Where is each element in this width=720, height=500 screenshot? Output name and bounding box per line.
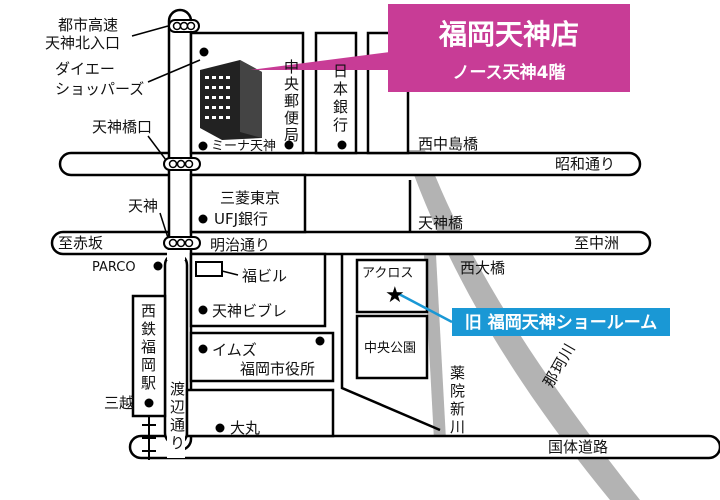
block-ims [189,331,335,383]
yakuin-river [424,254,446,441]
label-to-nakasu: 至中洲 [574,234,619,252]
block-boj [314,31,358,155]
label-nihon-ginko: 日 本 銀 行 [333,62,348,134]
traffic-signal-icon [163,157,201,171]
naka-river [405,150,640,500]
svg-text:院: 院 [450,382,465,400]
meiji-road [50,230,652,256]
label-tenjinbashi-guchi: 天神橋口 [92,118,152,136]
block-daimaru [185,388,335,438]
label-daimaru: 大丸 [230,419,260,437]
label-mufg-1: 三菱東京 [220,189,280,207]
label-yakuin: 薬 院 新 川 [450,364,465,436]
label-naka-river: 那 珂 川 [540,341,579,391]
label-daiei-2: ショッパーズ [55,80,144,98]
label-toshikosoku-2: 天神北入口 [45,34,120,52]
svg-text:辺: 辺 [170,398,185,416]
building-icon [200,60,262,140]
label-mufg-2: UFJ銀行 [214,210,268,228]
label-mitsukoshi: 三越 [104,394,134,412]
store-callout-pointer [250,52,390,70]
label-to-akasaka: 至赤坂 [58,234,103,252]
svg-text:新: 新 [450,400,465,418]
svg-text:中: 中 [284,58,299,76]
kokutai-road [128,434,720,460]
label-meiji: 明治通り [210,236,270,254]
svg-text:西: 西 [141,302,156,320]
label-nishinakajima: 西中島橋 [418,135,478,153]
old-showroom-label: 旧 福岡天神ショールーム [465,312,657,333]
label-vivre: 天神ビブレ [212,302,287,320]
label-fukubiru: 福ビル [242,267,287,285]
label-post-office: 中 央 郵 便 局 [284,58,299,144]
svg-text:駅: 駅 [141,374,156,392]
svg-text:便: 便 [284,109,299,127]
label-kokutai: 国体道路 [548,438,608,456]
svg-text:通: 通 [170,416,185,434]
label-nishiohashi: 西大橋 [460,259,505,277]
label-parco: PARCO [92,260,136,275]
svg-text:日: 日 [333,62,348,80]
label-mina: ミーナ天神 [211,139,276,154]
across-right-edge [340,254,441,432]
label-koen: 中央公園 [364,341,416,356]
svg-text:薬: 薬 [450,364,465,382]
fukubiru-square-icon [195,261,223,277]
block-across [355,258,429,314]
showa-road [58,151,642,177]
svg-text:局: 局 [284,126,299,144]
label-city-hall: 福岡市役所 [240,360,315,378]
store-name: 福岡天神店 [438,18,579,51]
svg-text:郵: 郵 [284,92,299,110]
block-mufg [189,173,307,234]
svg-text:渡: 渡 [170,380,185,398]
label-watanabe: 渡 辺 通 り [170,380,185,452]
label-nishitetsu: 西 鉄 福 岡 駅 [141,302,156,392]
label-ims: イムズ [212,341,257,359]
star-icon: ★ [385,283,405,308]
label-tenjinbashi: 天神橋 [418,214,463,232]
block-koen [355,314,429,380]
svg-text:央: 央 [284,75,299,93]
dot-icon [144,47,347,433]
store-callout [388,4,630,92]
label-across: アクロス [362,266,413,281]
svg-text:本: 本 [333,80,348,98]
traffic-signal-icon [163,236,201,250]
old-showroom-callout [452,308,670,336]
svg-text:り: り [170,434,185,452]
label-daiei-1: ダイエー [55,60,115,78]
traffic-signal-icon [168,19,200,33]
svg-text:福: 福 [141,338,156,356]
label-toshikosoku-1: 都市高速 [58,16,118,34]
label-tenjin: 天神 [128,197,158,215]
svg-text:銀: 銀 [333,98,348,116]
label-showa: 昭和通り [555,155,615,173]
svg-text:岡: 岡 [141,356,156,374]
svg-text:川: 川 [450,418,465,436]
store-floor: ノース天神4階 [453,62,566,83]
svg-text:鉄: 鉄 [141,320,156,338]
svg-text:行: 行 [333,116,348,134]
